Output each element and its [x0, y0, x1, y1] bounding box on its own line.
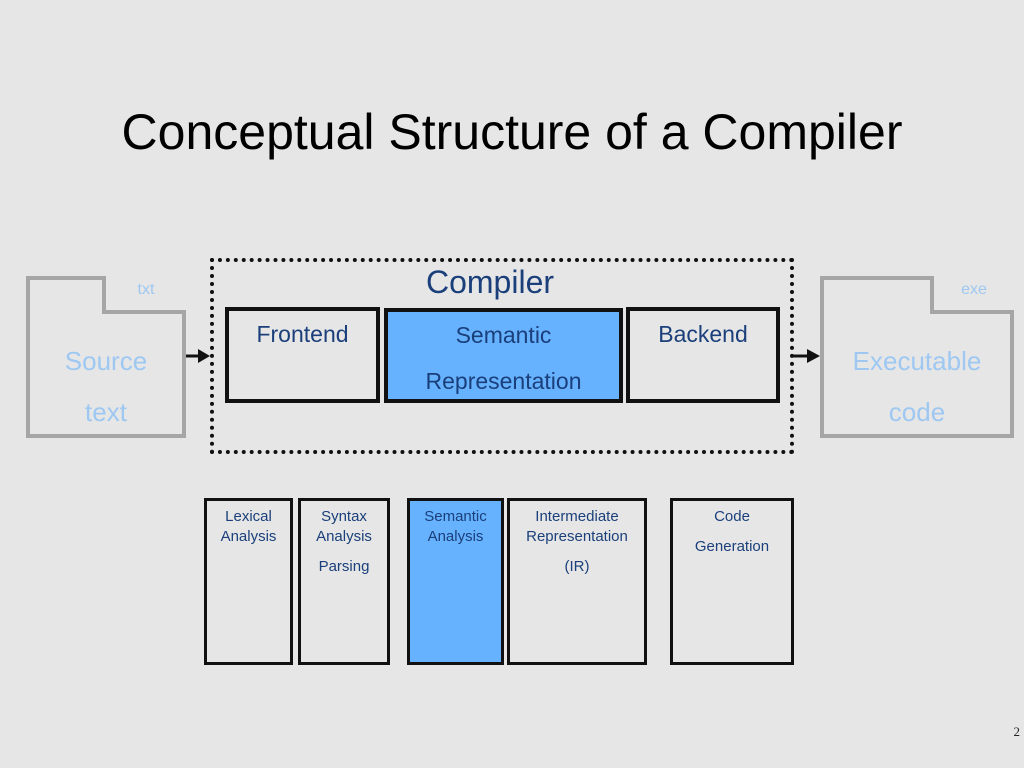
compiler-label: Compiler	[425, 264, 555, 300]
syntax-line2: Analysis	[316, 528, 372, 545]
source-text-label: Source text	[30, 336, 182, 438]
semantic-analysis-line2: Analysis	[427, 528, 484, 545]
code-generation-phase: Code Generation	[670, 498, 794, 665]
ir-line1: Intermediate	[535, 508, 619, 525]
source-text-line2: text	[85, 397, 127, 427]
executable-code-label: Executable code	[824, 336, 1010, 438]
lexical-analysis-phase: Lexical Analysis	[204, 498, 293, 665]
intermediate-representation-phase: Intermediate Representation (IR)	[507, 498, 647, 665]
exe-file-tab: exe	[930, 276, 1014, 314]
ir-abbrev: (IR)	[564, 558, 590, 575]
executable-line1: Executable	[852, 346, 982, 376]
ir-line2: Representation	[526, 528, 628, 545]
backend-stage: Backend	[626, 307, 780, 403]
executable-code-document: exe Executable code	[820, 276, 1014, 438]
output-arrow	[792, 349, 820, 363]
semantic-analysis-line1: Semantic	[424, 508, 487, 525]
source-file-tab: txt	[102, 276, 186, 314]
semantic-rep-line1: Semantic	[455, 322, 552, 348]
lexical-line1: Lexical	[225, 508, 272, 525]
syntax-line1: Syntax	[321, 508, 367, 525]
parsing-label: Parsing	[318, 558, 370, 575]
codegen-line2: Generation	[694, 538, 770, 555]
compiler-boundary	[210, 258, 794, 454]
page-number: 2	[1013, 724, 1021, 739]
frontend-label: Frontend	[256, 321, 349, 347]
lexical-line2: Analysis	[220, 528, 277, 545]
semantic-rep-line2: Representation	[425, 368, 582, 394]
executable-line2: code	[888, 397, 946, 427]
source-text-document: txt Source text	[26, 276, 186, 438]
source-text-line1: Source	[64, 346, 148, 376]
frontend-stage: Frontend	[225, 307, 380, 403]
semantic-representation-stage: Semantic Representation	[384, 308, 623, 403]
codegen-line1: Code	[714, 508, 750, 525]
semantic-analysis-phase: Semantic Analysis	[407, 498, 504, 665]
syntax-analysis-phase: Syntax Analysis Parsing	[298, 498, 390, 665]
input-arrow	[186, 349, 210, 363]
backend-label: Backend	[658, 321, 748, 347]
slide-title: Conceptual Structure of a Compiler	[121, 104, 903, 160]
